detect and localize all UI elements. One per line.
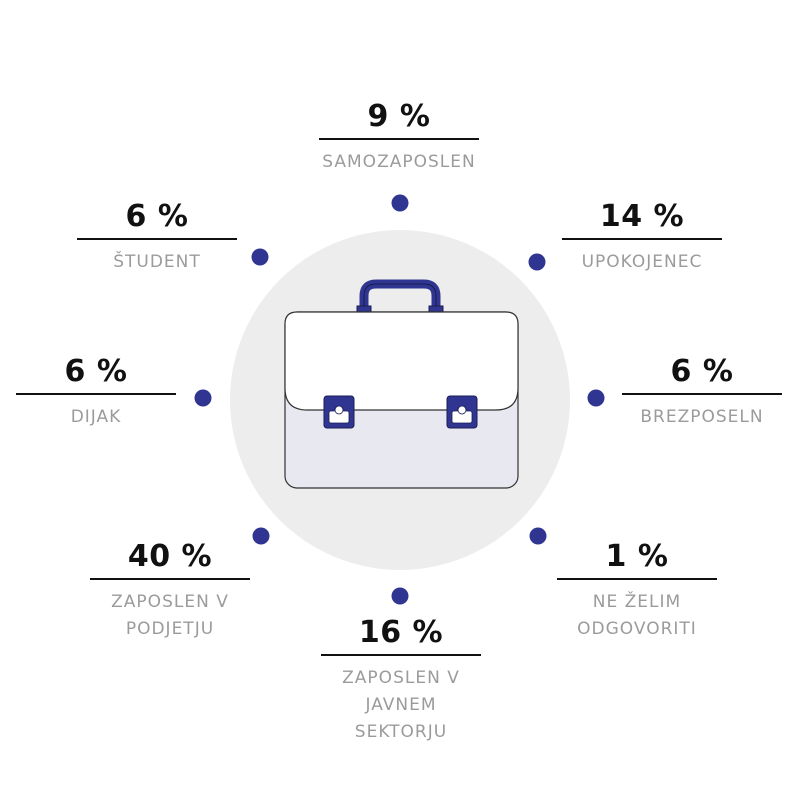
- value-label: 40 %: [127, 539, 213, 574]
- category-item: 6 % ŠTUDENT: [77, 200, 237, 276]
- underline-rule: [16, 393, 176, 395]
- underline-rule: [90, 578, 250, 580]
- marker-dot: [587, 389, 605, 407]
- briefcase-flap: [284, 311, 519, 411]
- category-label: ZAPOSLEN V JAVNEM SEKTORJU: [342, 668, 460, 742]
- category-item: 6 % BREZPOSELN: [622, 355, 782, 431]
- category-item: 14 % UPOKOJENEC: [562, 200, 722, 276]
- category-item: 40 % ZAPOSLEN V PODJETJU: [90, 540, 250, 643]
- category-label: UPOKOJENEC: [581, 252, 703, 272]
- underline-rule: [557, 578, 717, 580]
- underline-rule: [321, 654, 481, 656]
- value-label: 14 %: [599, 199, 685, 234]
- category-item: 6 % DIJAK: [16, 355, 176, 431]
- marker-dot: [194, 389, 212, 407]
- value-label: 6 %: [64, 354, 128, 389]
- briefcase-clasp-left: [323, 395, 355, 429]
- marker-dot: [252, 527, 270, 545]
- value-label: 1 %: [605, 539, 669, 574]
- marker-dot: [251, 248, 269, 266]
- value-label: 6 %: [670, 354, 734, 389]
- marker-dot: [391, 587, 409, 605]
- underline-rule: [622, 393, 782, 395]
- underline-rule: [77, 238, 237, 240]
- category-item: 9 % SAMOZAPOSLEN: [319, 100, 479, 176]
- category-label: ŠTUDENT: [113, 252, 201, 272]
- underline-rule: [319, 138, 479, 140]
- underline-rule: [562, 238, 722, 240]
- briefcase-handle: [359, 279, 441, 315]
- briefcase-clasp-right: [446, 395, 478, 429]
- category-item: 16 % ZAPOSLEN V JAVNEM SEKTORJU: [321, 616, 481, 746]
- category-label: BREZPOSELN: [640, 407, 764, 427]
- category-item: 1 % NE ŽELIM ODGOVORITI: [557, 540, 717, 643]
- marker-dot: [528, 253, 546, 271]
- category-label: DIJAK: [70, 407, 122, 427]
- category-label: SAMOZAPOSLEN: [322, 152, 476, 172]
- value-label: 9 %: [367, 99, 431, 134]
- marker-dot: [391, 194, 409, 212]
- category-label: NE ŽELIM ODGOVORITI: [577, 592, 697, 639]
- value-label: 6 %: [125, 199, 189, 234]
- value-label: 16 %: [358, 615, 444, 650]
- marker-dot: [529, 527, 547, 545]
- category-label: ZAPOSLEN V PODJETJU: [111, 592, 229, 639]
